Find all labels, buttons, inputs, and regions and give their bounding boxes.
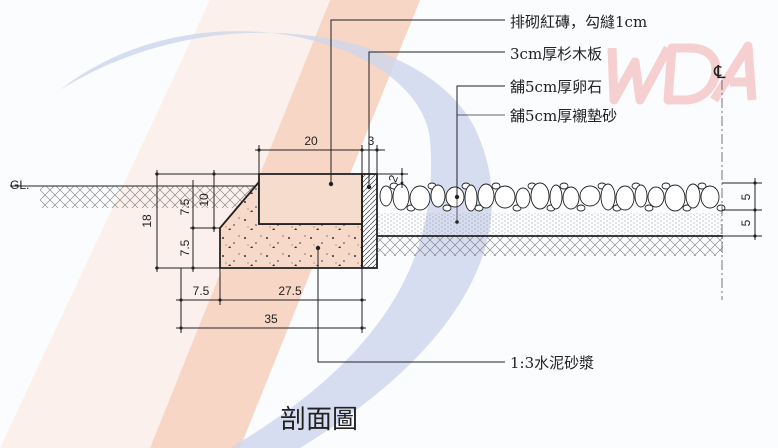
ground-level-label: GL. (10, 178, 29, 192)
brick-width-dim: 20 (304, 134, 318, 148)
pebble (464, 184, 478, 212)
pebble (600, 183, 616, 211)
sand-layer (377, 213, 723, 236)
centerline-symbol: ℄ (713, 62, 726, 83)
sand-depth-dim: 5 (739, 219, 753, 226)
pebble (494, 185, 516, 209)
left-dimensions: 18 7.5 10 7.5 (140, 170, 259, 272)
pebble (430, 184, 446, 208)
pebble (576, 204, 586, 212)
pebble (530, 182, 550, 210)
pebble (661, 182, 671, 190)
total-height-dim: 18 (140, 214, 154, 228)
leaders (315, 19, 505, 363)
pebble (664, 184, 686, 212)
watermark-logo (607, 41, 757, 105)
pebble (379, 185, 393, 207)
drawing-title: 剖面圖 (280, 405, 358, 435)
pebble (515, 187, 531, 209)
pebble (549, 184, 563, 210)
pebble (442, 204, 452, 212)
pebble (409, 185, 431, 211)
pebble (634, 184, 648, 208)
slope-width-dim: 7.5 (193, 284, 210, 298)
board-width-dim: 3 (368, 134, 375, 148)
brick-height-dim: 10 (197, 193, 211, 207)
pebble (615, 185, 635, 211)
pebble (392, 183, 410, 211)
top-dimensions: 20 3 2 (255, 134, 408, 188)
pebble (647, 186, 665, 208)
pebble (579, 185, 601, 207)
total-width-dim: 35 (264, 312, 278, 326)
watermark-orange-band-light (0, 0, 330, 448)
lower-height-dim: 7.5 (178, 239, 192, 256)
brick (258, 173, 363, 225)
wood-board-label: 3cm厚杉木板 (510, 45, 602, 63)
upper-height-dim: 7.5 (178, 198, 192, 215)
bottom-dimensions: 7.5 27.5 35 (176, 268, 366, 333)
pebble (559, 182, 569, 190)
pebble (697, 182, 707, 190)
board-offset-dim: 2 (386, 173, 402, 184)
mortar-label: 1:3水泥砂漿 (510, 354, 594, 372)
pebble (491, 182, 501, 190)
pebble (474, 204, 484, 212)
brick-label: 排砌紅磚，勾縫1cm (510, 13, 647, 31)
pebble (644, 204, 654, 212)
ground-hatch-left (40, 186, 255, 208)
base-width-dim: 27.5 (278, 284, 302, 298)
pebble-layer (379, 182, 726, 212)
sand-label: 舖5cm厚襯墊砂 (510, 107, 617, 125)
pebble (700, 185, 720, 209)
pebble-label: 舖5cm厚卵石 (510, 78, 602, 96)
watermark-blue-arc (60, 31, 492, 448)
pebble (562, 186, 580, 210)
pebble-depth-dim: 5 (739, 193, 753, 200)
pebble (477, 183, 495, 209)
ground-hatch-right (377, 236, 723, 256)
pebble (685, 183, 701, 209)
right-dimensions: 5 5 (722, 178, 762, 240)
